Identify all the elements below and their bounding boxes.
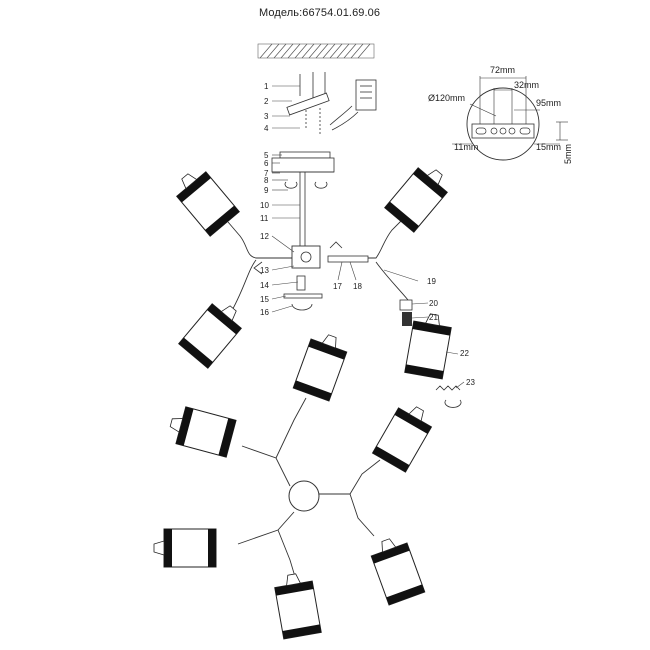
callout-13: 13 bbox=[260, 266, 269, 275]
callout-2: 2 bbox=[264, 97, 269, 106]
callout-23: 23 bbox=[466, 378, 475, 387]
lower-shade-6 bbox=[367, 533, 426, 606]
upper-shade-2 bbox=[178, 295, 249, 369]
callout-7: 7 bbox=[264, 169, 269, 178]
mounting-plate-detail: 72mm 32mm Ø120mm 95mm 11mm 15mm 5mm bbox=[428, 65, 573, 164]
mounting-parts bbox=[286, 72, 377, 134]
center-hub bbox=[253, 241, 369, 311]
callout-3: 3 bbox=[264, 112, 269, 121]
callout-8: 8 bbox=[264, 176, 269, 185]
callout-6: 6 bbox=[264, 159, 269, 168]
callout-4: 4 bbox=[264, 124, 269, 133]
dim-32mm: 32mm bbox=[514, 80, 539, 90]
assembled-chandelier bbox=[237, 397, 381, 581]
dim-diameter: Ø120mm bbox=[428, 93, 465, 103]
callout-5: 5 bbox=[264, 151, 269, 160]
callout-14: 14 bbox=[260, 281, 269, 290]
callout-16: 16 bbox=[260, 308, 269, 317]
dim-95mm: 95mm bbox=[536, 98, 561, 108]
canopy bbox=[271, 151, 335, 246]
callout-18: 18 bbox=[353, 282, 362, 291]
dim-15mm: 15mm bbox=[536, 142, 561, 152]
callout-12: 12 bbox=[260, 232, 269, 241]
upper-shade-3 bbox=[384, 159, 455, 233]
ceiling-hatch bbox=[257, 43, 375, 59]
callout-10: 10 bbox=[260, 201, 269, 210]
dim-72mm: 72mm bbox=[490, 65, 515, 75]
spring-part bbox=[435, 385, 462, 408]
callout-22: 22 bbox=[460, 349, 469, 358]
callout-15: 15 bbox=[260, 295, 269, 304]
lower-shade-3 bbox=[372, 398, 437, 473]
callout-17: 17 bbox=[333, 282, 342, 291]
lower-shade-2 bbox=[165, 403, 237, 458]
callout-labels: 1 2 3 4 5 6 7 8 9 10 11 12 13 14 15 16 1… bbox=[260, 82, 475, 387]
model-title: Модель:66754.01.69.06 bbox=[259, 7, 381, 19]
lower-shade-1 bbox=[292, 329, 351, 402]
callout-9: 9 bbox=[264, 186, 269, 195]
dim-5mm: 5mm bbox=[563, 144, 573, 164]
bulb-socket bbox=[399, 299, 413, 326]
lower-shade-4 bbox=[153, 528, 217, 568]
callout-21: 21 bbox=[429, 313, 438, 322]
dim-11mm: 11mm bbox=[454, 142, 478, 152]
callout-19: 19 bbox=[427, 277, 436, 286]
callout-leaders bbox=[271, 85, 465, 389]
callout-20: 20 bbox=[429, 299, 438, 308]
upper-shade-1 bbox=[169, 163, 240, 237]
callout-11: 11 bbox=[260, 214, 269, 223]
lower-shade-5 bbox=[272, 570, 322, 640]
callout-1: 1 bbox=[264, 82, 269, 91]
